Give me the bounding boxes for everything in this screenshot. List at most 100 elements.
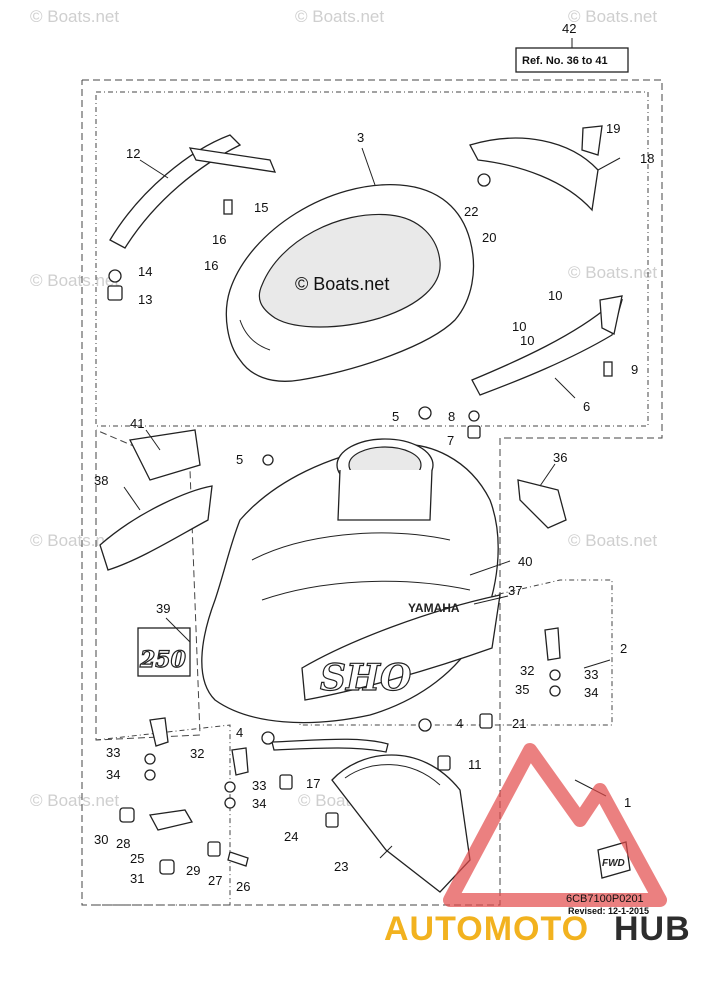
grommet-icon xyxy=(159,859,175,875)
callout-12: 12 xyxy=(126,146,140,161)
callout-33c: 33 xyxy=(584,667,598,682)
watermark-top-right: © Boats.net xyxy=(568,7,657,26)
bolt-icon xyxy=(479,713,493,729)
diagram-code: 6CB7100P0201 xyxy=(566,893,644,905)
side-decal: SHO YAMAHA xyxy=(301,594,501,701)
reference-box: 42 Ref. No. 36 to 41 xyxy=(515,21,629,73)
callout-34b: 34 xyxy=(252,796,266,811)
assembly-boundary-top-cover xyxy=(95,91,649,427)
latch-plate-icon xyxy=(148,809,194,831)
callout-32b: 32 xyxy=(520,663,534,678)
callout-9: 9 xyxy=(631,362,638,377)
callout-34a: 34 xyxy=(106,767,120,782)
bolt-icon xyxy=(603,361,613,377)
logo-triangle-icon xyxy=(443,743,667,907)
left-rail xyxy=(109,134,277,249)
reference-label: Ref. No. 36 to 41 xyxy=(522,55,608,67)
collar-icon xyxy=(207,841,221,857)
callout-42: 42 xyxy=(562,21,576,36)
bolt-icon xyxy=(325,812,339,828)
screw-icon xyxy=(227,851,249,867)
callout-34c: 34 xyxy=(584,685,598,700)
revision-date: Revised: 12-1-2015 xyxy=(568,906,649,916)
callout-35: 35 xyxy=(515,682,529,697)
washer-icon xyxy=(418,406,432,420)
callout-21: 21 xyxy=(512,716,526,731)
callout-10b: 10 xyxy=(512,319,526,334)
callout-32a: 32 xyxy=(190,746,204,761)
logo-text-automoto: AUTOMOTO xyxy=(384,910,589,948)
automotohub-logo: AUTOMOTO HUB xyxy=(384,743,690,948)
number-decal: 250 xyxy=(137,627,191,677)
washer-icon xyxy=(108,269,122,283)
seal-assembly xyxy=(331,754,471,893)
washer-icon xyxy=(468,410,480,422)
washer-icon xyxy=(549,669,561,681)
watermark-mid-right: © Boats.net xyxy=(568,263,657,282)
callout-18: 18 xyxy=(640,151,654,166)
decal-model: SHO xyxy=(320,657,412,699)
callout-24: 24 xyxy=(284,829,298,844)
grommet-icon xyxy=(107,285,123,301)
callout-5a: 5 xyxy=(392,409,399,424)
callout-11: 11 xyxy=(468,757,482,772)
callout-17: 17 xyxy=(306,776,320,791)
callout-26: 26 xyxy=(236,879,250,894)
latch-group-boundary xyxy=(95,724,231,906)
callout-38: 38 xyxy=(94,473,108,488)
callout-15: 15 xyxy=(254,200,268,215)
callouts: 1 2 3 4 4 5 5 6 7 8 9 10 10 10 11 12 13 … xyxy=(94,121,654,894)
callout-3: 3 xyxy=(357,130,364,145)
latch-hook-icon xyxy=(544,627,561,661)
callout-36: 36 xyxy=(553,450,567,465)
callout-40: 40 xyxy=(518,554,532,569)
bracket-icon xyxy=(599,295,623,335)
watermark-top-center: © Boats.net xyxy=(295,7,384,26)
callout-16a: 16 xyxy=(212,232,226,247)
callout-13: 13 xyxy=(138,292,152,307)
bolt-icon xyxy=(437,755,451,771)
latch-hook-icon xyxy=(149,717,169,747)
callout-33b: 33 xyxy=(252,778,266,793)
nut-icon xyxy=(224,797,236,809)
fwd-label: FWD xyxy=(597,841,631,879)
callout-2: 2 xyxy=(620,641,627,656)
callout-1: 1 xyxy=(624,795,631,810)
nut-icon xyxy=(144,769,156,781)
callout-19: 19 xyxy=(606,121,620,136)
callout-23: 23 xyxy=(334,859,348,874)
right-rail xyxy=(469,137,599,212)
callout-8: 8 xyxy=(448,409,455,424)
callout-6: 6 xyxy=(583,399,590,414)
front-rail xyxy=(471,298,623,396)
callout-27: 27 xyxy=(208,873,222,888)
callout-31: 31 xyxy=(130,871,144,886)
callout-29: 29 xyxy=(186,863,200,878)
callout-7: 7 xyxy=(447,433,454,448)
nut-icon xyxy=(549,685,561,697)
watermark-center: © Boats.net xyxy=(295,274,389,294)
assembly-boundary-outer xyxy=(81,79,663,906)
callout-5b: 5 xyxy=(236,452,243,467)
callout-30: 30 xyxy=(94,832,108,847)
washer-icon xyxy=(262,454,274,466)
washer-icon xyxy=(418,718,432,732)
bolt-icon xyxy=(467,425,481,439)
callout-28: 28 xyxy=(116,836,130,851)
callout-14: 14 xyxy=(138,264,152,279)
callout-10c: 10 xyxy=(520,333,534,348)
callout-16b: 16 xyxy=(204,258,218,273)
callout-37: 37 xyxy=(508,583,522,598)
bushing-icon xyxy=(119,807,135,823)
callout-10a: 10 xyxy=(548,288,562,303)
latch-hook-icon xyxy=(231,747,249,776)
hardware xyxy=(107,125,623,875)
leader-lines xyxy=(123,147,621,859)
watermark-mid-left: © Boats.net xyxy=(30,271,119,290)
bolt-icon xyxy=(223,199,233,215)
decal-brand: YAMAHA xyxy=(408,601,460,615)
bolt-icon xyxy=(279,774,293,790)
left-decals xyxy=(99,429,213,571)
watermark-lower-left: © Boats.net xyxy=(30,531,119,550)
